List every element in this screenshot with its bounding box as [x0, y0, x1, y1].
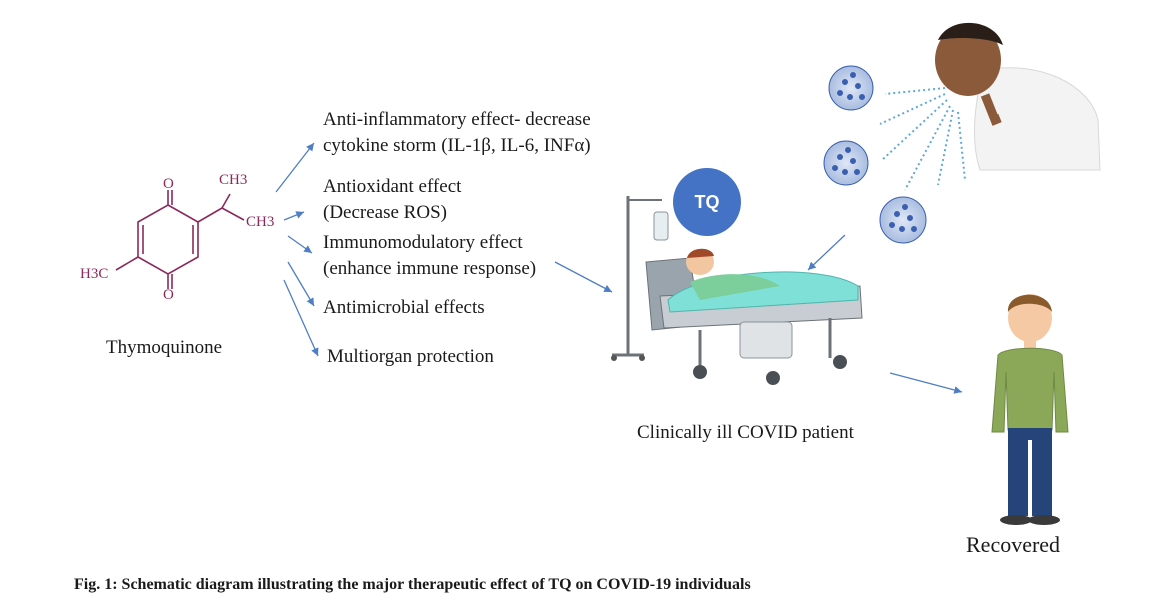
- effect-immunomodulatory-line2: (enhance immune response): [323, 258, 537, 279]
- sneeze-droplets: [879, 87, 966, 191]
- recovered-label: Recovered: [966, 532, 1061, 557]
- molecule-label-o-top: O: [163, 176, 174, 192]
- molecule-label-ch3-right: CH3: [246, 214, 275, 230]
- effect-antimicrobial: Antimicrobial effects: [323, 297, 485, 318]
- hospital-bed-illustration: [611, 196, 863, 385]
- molecule-name: Thymoquinone: [106, 337, 223, 358]
- tq-badge: TQ: [673, 168, 741, 236]
- effect-immunomodulatory-line1: Immunomodulatory effect: [323, 232, 523, 253]
- effect-anti-inflammatory-line1: Anti-inflammatory effect- decrease: [323, 109, 591, 130]
- molecule-label-o-bottom: O: [163, 287, 174, 303]
- virus-particles: [823, 65, 927, 244]
- patient-label: Clinically ill COVID patient: [637, 422, 854, 443]
- effect-antioxidant-line1: Antioxidant effect: [323, 176, 462, 197]
- effect-antioxidant-line2: (Decrease ROS): [323, 202, 447, 223]
- molecule-label-h3c: H3C: [80, 266, 109, 282]
- sneezing-person-illustration: [935, 22, 1101, 171]
- thymoquinone-structure: [115, 190, 245, 289]
- virus-icon: [879, 196, 927, 244]
- virus-icon: [828, 65, 874, 111]
- effect-anti-inflammatory-line2: cytokine storm (IL-1β, IL-6, INFα): [323, 135, 591, 156]
- recovered-person-illustration: [991, 294, 1069, 525]
- molecule-label-ch3-top: CH3: [219, 172, 248, 188]
- virus-icon: [823, 140, 869, 186]
- effect-arrows: [275, 142, 963, 394]
- figure-caption: Fig. 1: Schematic diagram illustrating t…: [74, 576, 751, 593]
- effect-multiorgan: Multiorgan protection: [327, 346, 494, 367]
